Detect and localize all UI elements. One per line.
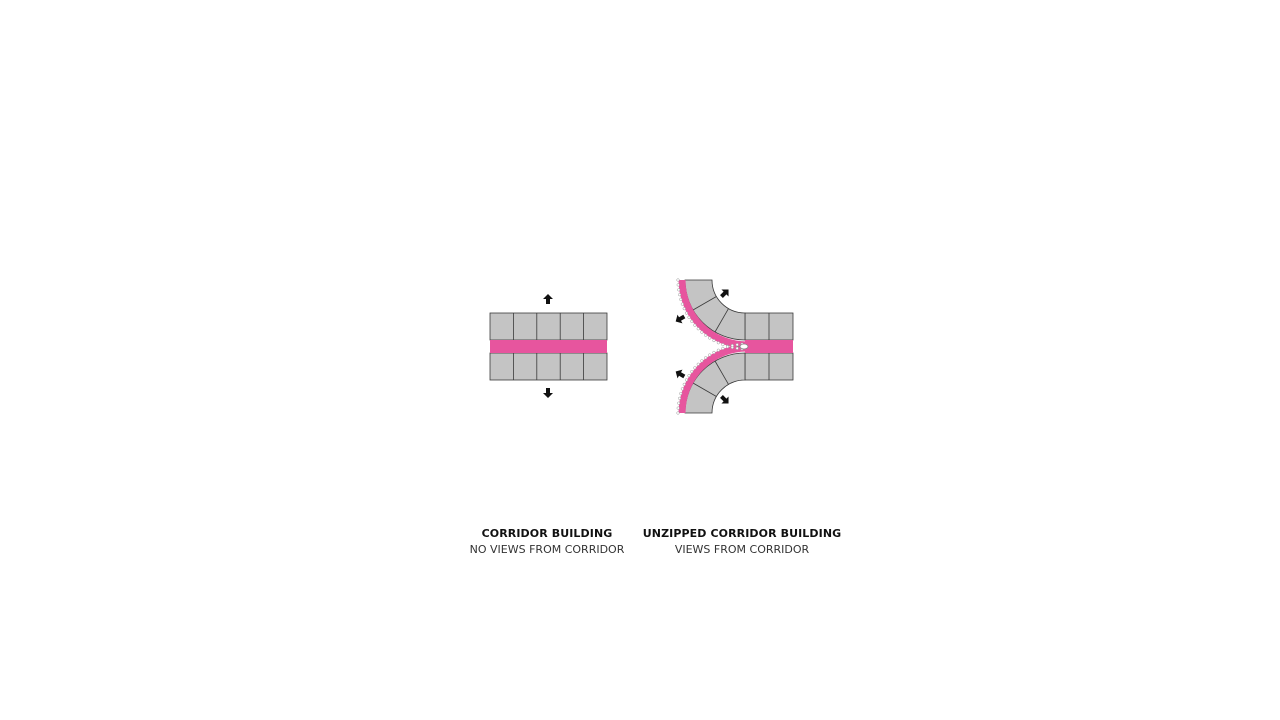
zipper-tooth <box>684 378 688 382</box>
zipper-tooth <box>693 323 697 327</box>
zipper-tooth <box>687 315 691 319</box>
zipper-tooth <box>684 311 688 315</box>
zipper-tooth <box>676 411 680 415</box>
diagram-subtitle: NO VIEWS FROM CORRIDOR <box>469 543 625 556</box>
zipper-tooth <box>678 293 682 297</box>
zipper-tooth <box>696 327 700 331</box>
zipper-tooth <box>700 330 704 334</box>
zipper-tooth <box>693 366 697 370</box>
zipper-tooth <box>682 307 686 311</box>
zipper-tooth <box>679 297 683 301</box>
zipper-tooth <box>704 333 708 337</box>
curved-wing-top <box>684 279 746 341</box>
diagram-subtitle: VIEWS FROM CORRIDOR <box>674 543 810 556</box>
caption-unzipped-corridor-building: UNZIPPED CORRIDOR BUILDING VIEWS FROM CO… <box>622 526 862 558</box>
room-row-bottom <box>489 352 608 381</box>
curved-room-dividers <box>692 296 729 397</box>
zipper-tooth <box>735 343 739 347</box>
room-row-top <box>489 312 608 341</box>
corridor-curve-top <box>678 279 748 349</box>
zipper-tooth <box>716 341 720 345</box>
corridor <box>490 340 607 353</box>
corridor-curve-bottom <box>678 344 748 414</box>
arrow-icon <box>717 392 733 408</box>
zipper-tooth <box>682 382 686 386</box>
zipper-tooth <box>712 350 716 354</box>
zipper-tooth <box>676 406 680 410</box>
zipper-tooth <box>676 278 680 282</box>
diagram-title: CORRIDOR BUILDING <box>481 527 613 540</box>
zipper-tooth <box>700 359 704 363</box>
caption-corridor-building: CORRIDOR BUILDING NO VIEWS FROM CORRIDOR <box>427 526 667 558</box>
zipper-tooth <box>677 401 681 405</box>
zipper-tooth <box>690 319 694 323</box>
zipper-teeth <box>676 278 749 415</box>
zipper-tooth <box>726 345 730 349</box>
zipper-tooth <box>690 370 694 374</box>
corridor-building-diagram <box>489 294 608 398</box>
zipper-pull-icon <box>737 343 749 350</box>
zipper-tooth <box>730 344 734 348</box>
zipper-tooth <box>735 346 739 350</box>
unzipped-corridor-building-diagram <box>673 278 794 415</box>
zipper-tooth <box>696 362 700 366</box>
zipper-tooth <box>679 392 683 396</box>
arrow-up-icon <box>543 294 553 304</box>
zipper-tooth <box>678 396 682 400</box>
zipper-tooth <box>721 343 725 347</box>
zipper-tooth <box>687 374 691 378</box>
diagram-title: UNZIPPED CORRIDOR BUILDING <box>642 527 842 540</box>
arrow-icon <box>673 312 687 326</box>
zipper-tooth <box>680 387 684 391</box>
zipper-tooth <box>716 348 720 352</box>
arrow-icon <box>717 285 733 301</box>
zipper-tooth <box>712 339 716 343</box>
zipper-tooth <box>708 336 712 340</box>
zipper-tooth <box>677 288 681 292</box>
arrow-icon <box>673 367 687 381</box>
zipper-tooth <box>680 302 684 306</box>
zipper-tooth <box>721 346 725 350</box>
room-dividers <box>513 313 584 380</box>
zipper-tooth <box>704 356 708 360</box>
corridor <box>745 340 793 353</box>
zipper-tooth <box>676 283 680 287</box>
arrow-down-icon <box>543 388 553 398</box>
zipper-tooth <box>708 353 712 357</box>
curved-wing-bottom <box>684 352 746 414</box>
